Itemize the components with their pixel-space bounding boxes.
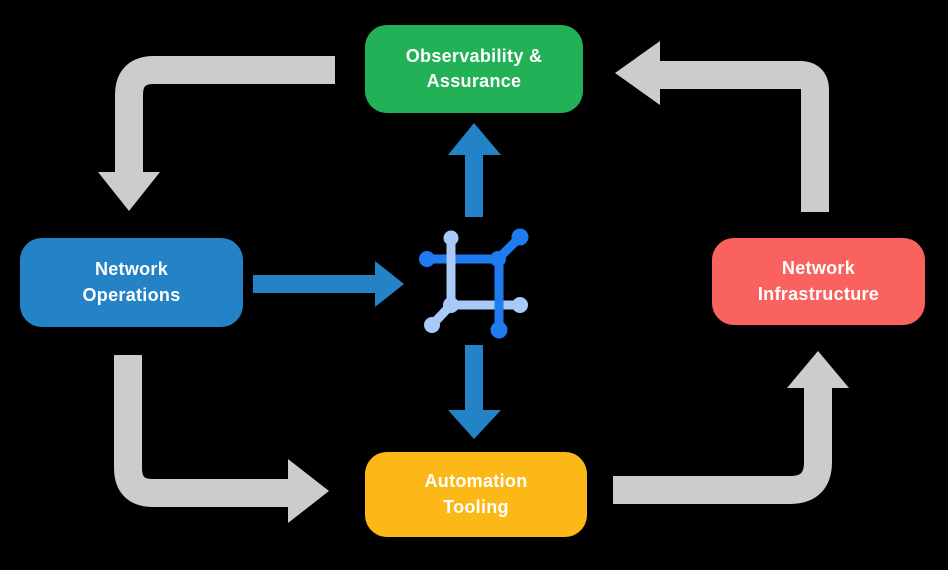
node-network-infrastructure: Network Infrastructure bbox=[712, 238, 925, 325]
node-automation-tooling-label: Automation Tooling bbox=[424, 471, 528, 517]
node-observability-assurance: Observability & Assurance bbox=[365, 25, 583, 113]
node-network-infrastructure-label: Network Infrastructure bbox=[757, 258, 880, 304]
cycle-arrow-operations-to-automation bbox=[114, 355, 329, 523]
node-automation-tooling: Automation Tooling bbox=[365, 452, 587, 537]
cycle-arrow-observability-to-operations bbox=[98, 56, 335, 211]
flow-arrow-platform-to-observability bbox=[448, 123, 501, 217]
network-mesh-icon bbox=[419, 228, 529, 339]
node-network-operations-label: Network Operations bbox=[82, 259, 181, 305]
cycle-arrow-automation-to-infrastructure bbox=[613, 351, 849, 504]
node-network-operations: Network Operations bbox=[20, 238, 243, 327]
node-observability-assurance-label: Observability & Assurance bbox=[405, 45, 543, 91]
flow-arrow-operations-to-platform bbox=[253, 261, 404, 307]
cycle-arrow-infrastructure-to-observability bbox=[615, 41, 829, 212]
flow-arrow-platform-to-automation bbox=[448, 345, 501, 439]
